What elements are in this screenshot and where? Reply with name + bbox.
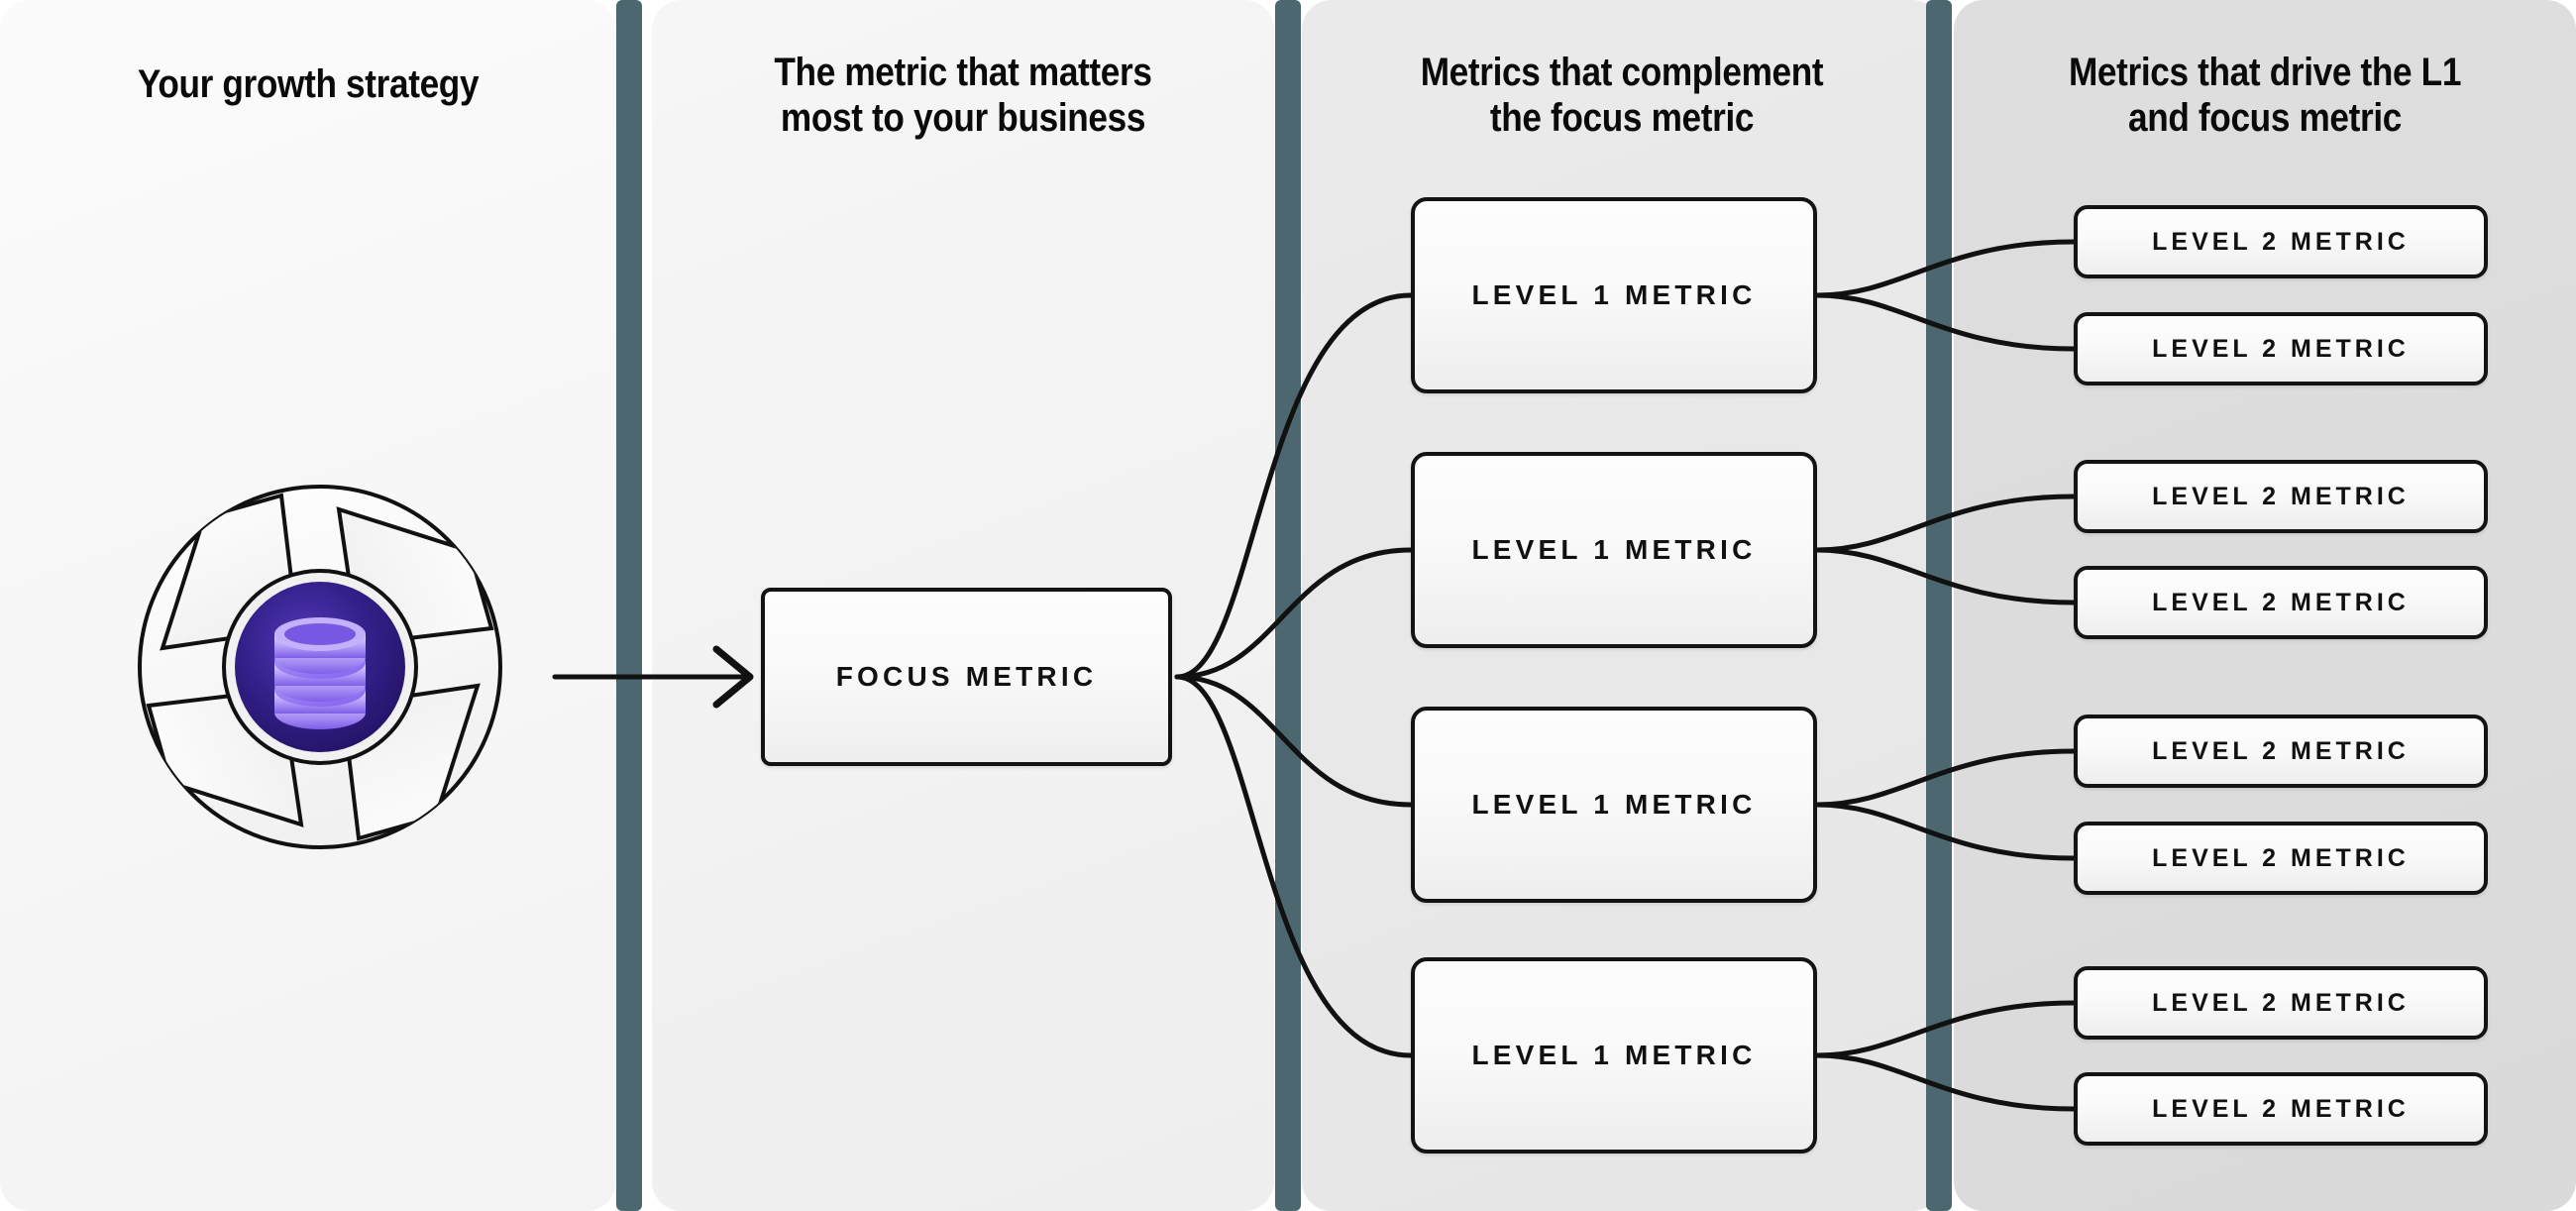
node-level1-metric-4-label: LEVEL 1 METRIC bbox=[1471, 1040, 1757, 1070]
node-level2-metric-6-label: LEVEL 2 METRIC bbox=[2152, 843, 2410, 872]
node-level2-metric-3[interactable]: LEVEL 2 METRIC bbox=[2074, 460, 2488, 533]
node-level2-metric-1[interactable]: LEVEL 2 METRIC bbox=[2074, 205, 2488, 278]
node-level2-metric-2[interactable]: LEVEL 2 METRIC bbox=[2074, 312, 2488, 385]
node-level1-metric-2[interactable]: LEVEL 1 METRIC bbox=[1411, 452, 1817, 648]
node-level1-metric-2-label: LEVEL 1 METRIC bbox=[1471, 534, 1757, 565]
node-focus-metric-label: FOCUS METRIC bbox=[835, 661, 1098, 692]
node-level2-metric-8-label: LEVEL 2 METRIC bbox=[2152, 1094, 2410, 1123]
node-level2-metric-7[interactable]: LEVEL 2 METRIC bbox=[2074, 966, 2488, 1040]
node-level2-metric-2-label: LEVEL 2 METRIC bbox=[2152, 334, 2410, 363]
column-title-growth-strategy: Your growth strategy bbox=[137, 62, 480, 106]
node-level2-metric-4[interactable]: LEVEL 2 METRIC bbox=[2074, 566, 2488, 639]
node-level2-metric-6[interactable]: LEVEL 2 METRIC bbox=[2074, 822, 2488, 895]
node-level2-metric-3-label: LEVEL 2 METRIC bbox=[2152, 482, 2410, 510]
node-level1-metric-4[interactable]: LEVEL 1 METRIC bbox=[1411, 957, 1817, 1154]
column-separator-1 bbox=[616, 0, 642, 1211]
node-level1-metric-3[interactable]: LEVEL 1 METRIC bbox=[1411, 707, 1817, 903]
database-icon bbox=[274, 617, 366, 729]
node-level2-metric-5-label: LEVEL 2 METRIC bbox=[2152, 736, 2410, 765]
node-level1-metric-1-label: LEVEL 1 METRIC bbox=[1471, 279, 1757, 310]
column-separator-2 bbox=[1275, 0, 1301, 1211]
node-level1-metric-1[interactable]: LEVEL 1 METRIC bbox=[1411, 197, 1817, 393]
node-level2-metric-7-label: LEVEL 2 METRIC bbox=[2152, 988, 2410, 1017]
node-focus-metric[interactable]: FOCUS METRIC bbox=[761, 588, 1172, 766]
node-level2-metric-5[interactable]: LEVEL 2 METRIC bbox=[2074, 715, 2488, 788]
node-level2-metric-4-label: LEVEL 2 METRIC bbox=[2152, 588, 2410, 616]
growth-strategy-emblem bbox=[87, 434, 553, 900]
node-level2-metric-8[interactable]: LEVEL 2 METRIC bbox=[2074, 1072, 2488, 1146]
node-level1-metric-3-label: LEVEL 1 METRIC bbox=[1471, 789, 1757, 820]
column-separator-3 bbox=[1926, 0, 1952, 1211]
node-level2-metric-1-label: LEVEL 2 METRIC bbox=[2152, 227, 2410, 256]
